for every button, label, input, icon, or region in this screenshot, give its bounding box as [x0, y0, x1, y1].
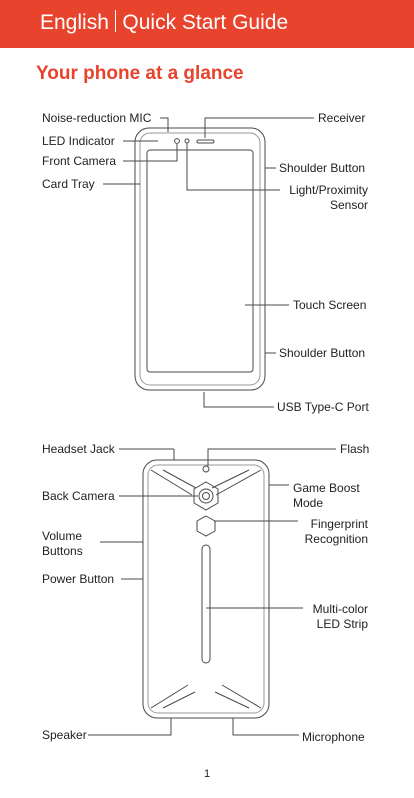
label-front-camera: Front Camera: [42, 154, 117, 168]
back-leader-lines: [88, 448, 336, 736]
front-phone: [134, 127, 266, 391]
page-number: 1: [203, 768, 211, 780]
front-leader-lines: [103, 117, 314, 408]
label-speaker: Speaker: [42, 728, 87, 742]
header-bar: English Quick Start Guide: [0, 0, 414, 48]
label-power-button: Power Button: [42, 572, 115, 586]
header-guide-title: Quick Start Guide: [122, 11, 289, 34]
header-title: English Quick Start Guide: [40, 10, 288, 35]
back-phone: [142, 449, 270, 719]
section-title: Your phone at a glance: [36, 63, 244, 84]
label-touch-screen: Touch Screen: [293, 298, 367, 312]
label-volume-buttons: Volume Buttons: [42, 529, 83, 558]
label-receiver: Receiver: [318, 111, 366, 125]
header-language: English: [40, 11, 109, 34]
label-led-strip: Multi-color LED Strip: [312, 602, 368, 631]
label-noise-mic: Noise-reduction MIC: [42, 111, 152, 125]
label-flash: Flash: [340, 442, 370, 456]
label-light-sensor: Light/Proximity Sensor: [289, 183, 368, 212]
label-fingerprint: Fingerprint Recognition: [304, 517, 368, 546]
label-card-tray: Card Tray: [42, 177, 95, 191]
label-led-indicator: LED Indicator: [42, 134, 115, 148]
label-shoulder-button-bottom: Shoulder Button: [279, 346, 366, 360]
label-headset-jack: Headset Jack: [42, 442, 115, 456]
label-usb-port: USB Type-C Port: [277, 400, 369, 414]
header-separator: [114, 10, 117, 32]
label-back-camera: Back Camera: [42, 489, 115, 503]
label-microphone: Microphone: [302, 730, 365, 744]
label-shoulder-button-top: Shoulder Button: [279, 161, 366, 175]
label-game-boost: Game Boost Mode: [293, 481, 360, 510]
